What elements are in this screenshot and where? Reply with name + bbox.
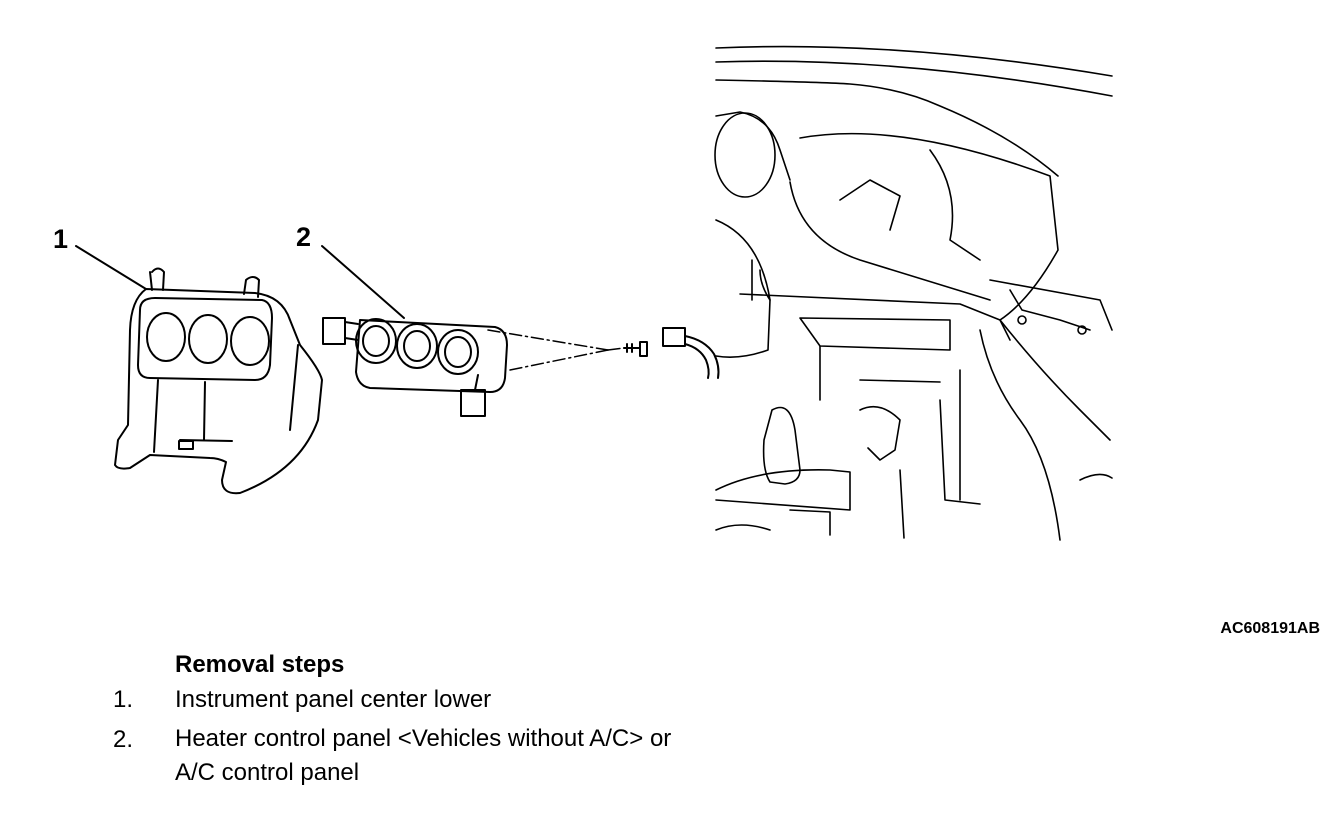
step-text: Instrument panel center lower (175, 686, 492, 713)
screw-part (623, 341, 648, 357)
figure-code: AC608191AB (1220, 620, 1320, 637)
step-number: 1. (113, 686, 134, 713)
callout-1: 1 (53, 224, 69, 254)
step-number: 2. (113, 726, 134, 753)
harness-connector-part (662, 327, 720, 379)
callout-2-leader (321, 245, 405, 319)
alignment-lines (487, 329, 625, 371)
callout-1-leader (75, 245, 147, 290)
dashboard-interior (714, 45, 1113, 541)
removal-steps-title: Removal steps (175, 651, 345, 678)
exploded-view-illustration (75, 45, 1113, 541)
callout-2: 2 (296, 222, 312, 252)
instrument-panel-center-lower-part (114, 267, 323, 495)
step-text: Heater control panel <Vehicles without A… (175, 725, 672, 786)
heater-control-panel-part (322, 317, 508, 417)
